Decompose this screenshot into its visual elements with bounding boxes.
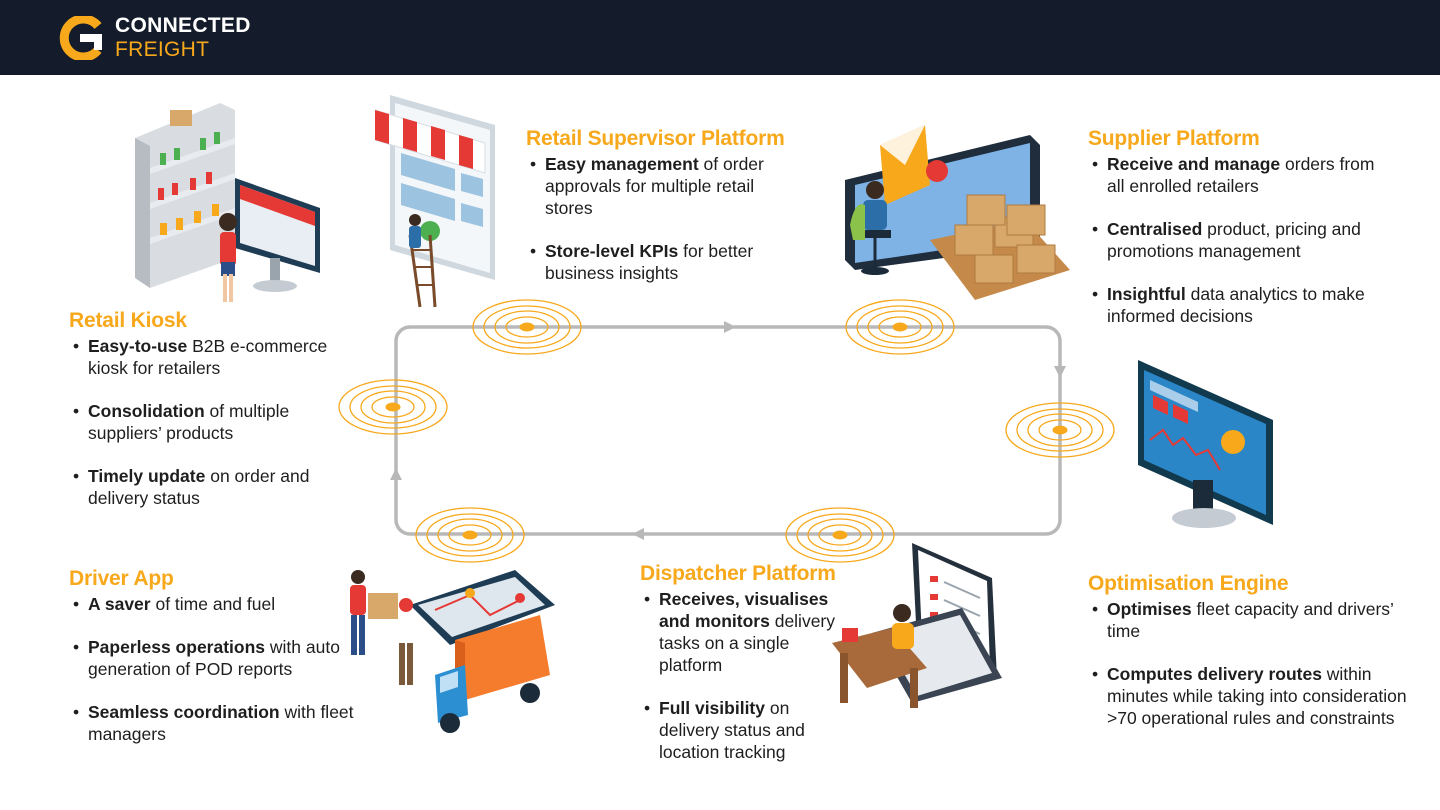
bullet-item: Consolidation of multiple suppliers’ pro… — [69, 400, 359, 444]
flow-arrow-left — [632, 528, 644, 540]
bullet-item: Seamless coordination with fleet manager… — [69, 701, 359, 745]
bullet-item: Easy management of order approvals for m… — [526, 153, 796, 219]
brand-line-2: FREIGHT — [115, 38, 210, 61]
section-retail-kiosk: Retail Kiosk Easy-to-use B2B e-commerce … — [69, 309, 359, 530]
bullet-item: Store-level KPIs for better business ins… — [526, 240, 796, 284]
section-title: Optimisation Engine — [1088, 572, 1289, 595]
bullet-item: Receive and manage orders from all enrol… — [1088, 153, 1378, 197]
bullet-item: Receives, visualises and monitors delive… — [640, 588, 840, 676]
section-supplier: Supplier Platform Receive and manage ord… — [1088, 127, 1378, 348]
flow-arrow-right — [724, 321, 736, 333]
bullet-item: Paperless operations with auto generatio… — [69, 636, 359, 680]
section-optimisation-engine: Optimisation Engine Optimises fleet capa… — [1088, 572, 1408, 750]
bullet-item: Computes delivery routes within minutes … — [1088, 663, 1408, 729]
bullet-item: Insightful data analytics to make inform… — [1088, 283, 1378, 327]
supplier-warehouse-illustration-icon — [845, 125, 1070, 300]
section-title: Supplier Platform — [1088, 127, 1260, 150]
section-dispatcher-platform: Dispatcher Platform Receives, visualises… — [640, 562, 840, 784]
flow-arrow-up — [390, 468, 402, 480]
section-driver-app: Driver App A saver of time and fuel Pape… — [69, 567, 359, 766]
header-bar: CONNECTED FREIGHT — [0, 0, 1440, 75]
delivery-truck-map-illustration-icon — [350, 570, 555, 733]
analytics-monitor-illustration-icon — [1138, 360, 1273, 528]
section-title: Dispatcher Platform — [640, 562, 836, 585]
bullet-item: Full visibility on delivery status and l… — [640, 697, 840, 763]
section-title: Retail Kiosk — [69, 309, 187, 332]
bullet-item: Easy-to-use B2B e-commerce kiosk for ret… — [69, 335, 359, 379]
dispatcher-laptop-illustration-icon — [832, 543, 1002, 708]
bullet-item: Optimises fleet capacity and drivers’ ti… — [1088, 598, 1408, 642]
flow-arrow-down — [1054, 366, 1066, 378]
section-title: Driver App — [69, 567, 174, 590]
connected-freight-logo-icon — [59, 16, 102, 60]
section-retail-supervisor: Retail Supervisor Platform Easy manageme… — [526, 127, 796, 305]
bullet-item: Timely update on order and delivery stat… — [69, 465, 359, 509]
section-title: Retail Supervisor Platform — [526, 127, 785, 150]
tablet-storefront-illustration-icon — [375, 95, 495, 308]
brand-line-1: CONNECTED — [115, 14, 251, 37]
retail-kiosk-illustration-icon — [135, 103, 320, 302]
bullet-item: A saver of time and fuel — [69, 593, 359, 615]
bullet-item: Centralised product, pricing and promoti… — [1088, 218, 1378, 262]
flow-path — [394, 325, 1062, 536]
